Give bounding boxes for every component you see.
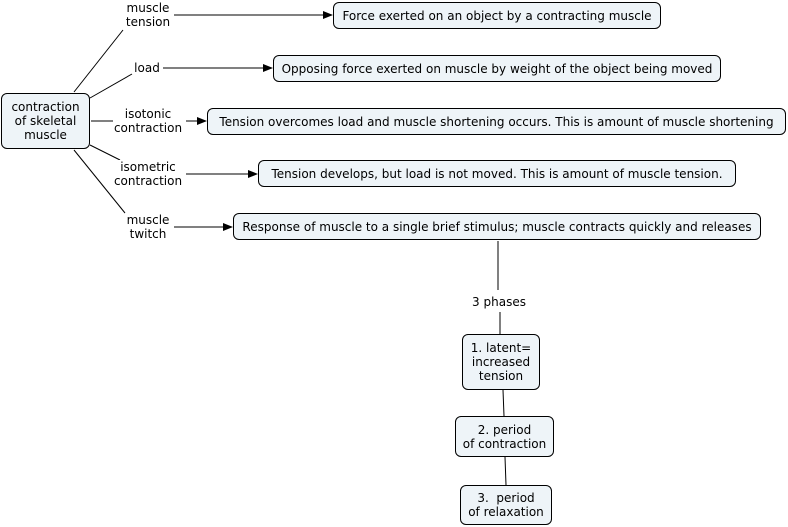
line-root-twitch [73,149,126,214]
node-muscle-twitch-definition[interactable]: Response of muscle to a single brief sti… [233,213,761,240]
link-label-3-phases: 3 phases [472,295,526,309]
node-phase-relaxation[interactable]: 3. period of relaxation [460,485,552,525]
link-label-muscle-tension: muscle tension [125,1,171,29]
line-root-isometric [89,144,121,161]
node-isotonic-definition[interactable]: Tension overcomes load and muscle shorte… [207,108,786,135]
node-muscle-tension-definition[interactable]: Force exerted on an object by a contract… [333,2,661,29]
link-label-isometric-contraction: isometric contraction [113,160,183,188]
node-isometric-definition[interactable]: Tension develops, but load is not moved.… [258,160,736,187]
line-phase2-phase3 [504,456,507,486]
link-label-load: load [134,61,160,75]
node-phase-contraction[interactable]: 2. period of contraction [455,416,554,457]
link-label-muscle-twitch: muscle twitch [126,213,170,241]
line-root-load [89,73,133,99]
line-root-tension [73,29,124,93]
line-phase1-phase2 [502,389,505,417]
node-phase-latent[interactable]: 1. latent= increased tension [462,334,540,390]
node-load-definition[interactable]: Opposing force exerted on muscle by weig… [273,55,721,82]
node-contraction-of-skeletal-muscle[interactable]: contraction of skeletal muscle [1,93,90,149]
link-label-isotonic-contraction: isotonic contraction [113,107,183,135]
